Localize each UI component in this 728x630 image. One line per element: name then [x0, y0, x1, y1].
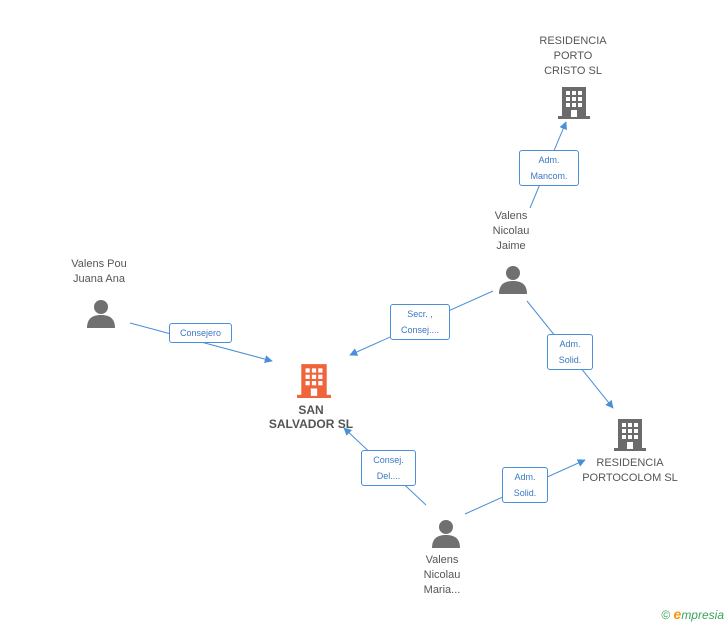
- edge-label-secr-consej[interactable]: Secr. , Consej....: [390, 304, 450, 340]
- edge-label-adm-mancom[interactable]: Adm. Mancom.: [519, 150, 579, 186]
- node-label-san-salvador[interactable]: SAN SALVADOR SL: [268, 403, 354, 431]
- node-label-residencia-portocolom[interactable]: RESIDENCIA PORTOCOLOM SL: [582, 457, 678, 484]
- brand-initial: e: [673, 606, 682, 622]
- node-label-valens-nicolau-jaime[interactable]: Valens Nicolau Jaime: [492, 210, 530, 252]
- edge-label-consejero[interactable]: Consejero: [169, 323, 232, 343]
- node-label-valens-pou-juana-ana[interactable]: Valens Pou Juana Ana: [71, 258, 127, 285]
- brand-name: mpresia: [681, 608, 724, 622]
- edge-label-consej-del[interactable]: Consej. Del....: [361, 450, 416, 486]
- node-label-valens-nicolau-maria[interactable]: Valens Nicolau Maria...: [423, 554, 461, 596]
- building-icon-main[interactable]: [297, 362, 331, 398]
- building-icon[interactable]: [558, 85, 590, 119]
- empresia-logo: © empresia: [661, 606, 724, 622]
- person-icon[interactable]: [86, 298, 116, 328]
- edge-label-adm-solid-2[interactable]: Adm. Solid.: [502, 467, 548, 503]
- node-label-residencia-porto-cristo[interactable]: RESIDENCIA PORTO CRISTO SL: [539, 35, 607, 77]
- person-icon[interactable]: [431, 518, 461, 548]
- person-icon[interactable]: [498, 264, 528, 294]
- building-icon[interactable]: [614, 417, 646, 451]
- edge-label-adm-solid-1[interactable]: Adm. Solid.: [547, 334, 593, 370]
- copyright-symbol: ©: [661, 608, 671, 622]
